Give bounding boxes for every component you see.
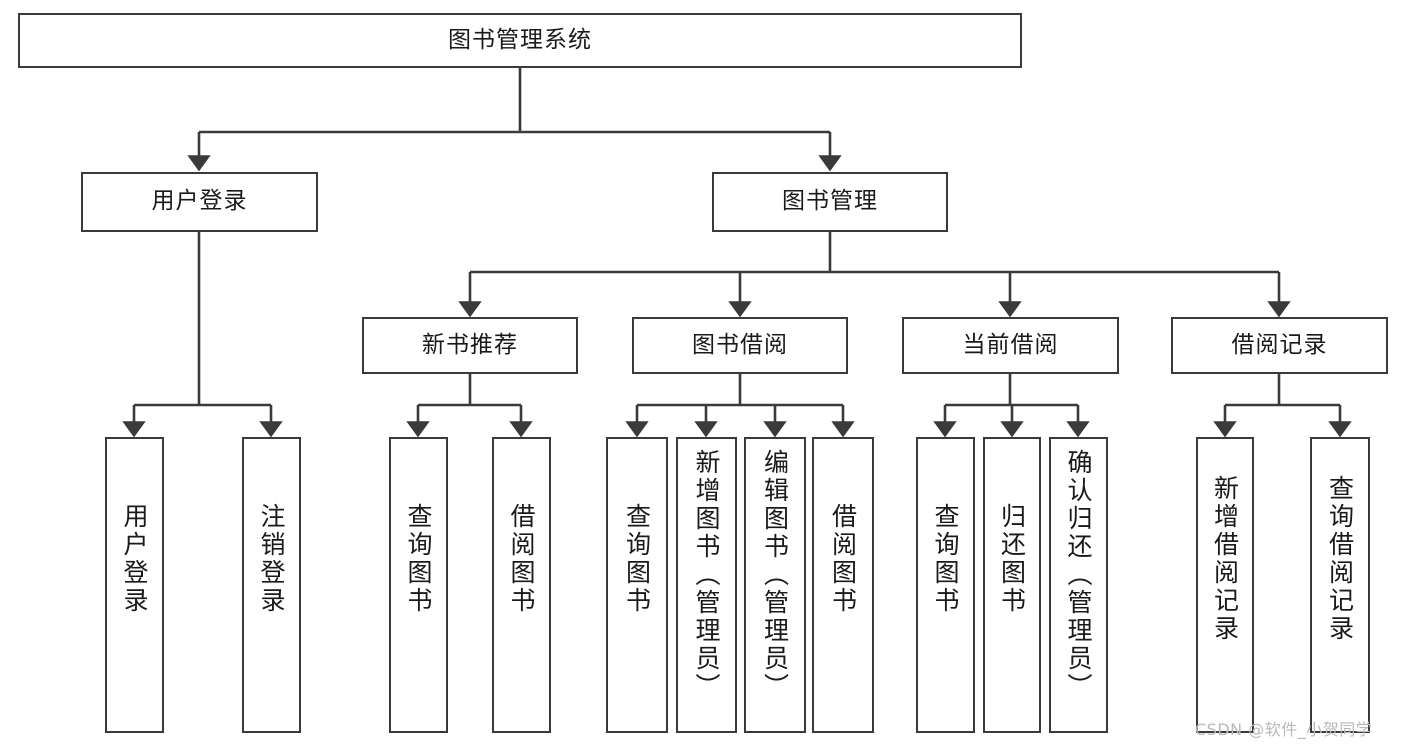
node-label: 注销登录 (257, 503, 286, 615)
node-new-book-recommendation[interactable]: 新书推荐 (362, 317, 578, 374)
node-leaf-add-borrow-record[interactable]: 新增借阅记录 (1196, 437, 1254, 733)
node-leaf-query-book-new[interactable]: 查询图书 (389, 437, 448, 733)
node-label: 新增图书（管理员） (692, 449, 721, 701)
node-root-book-management-system[interactable]: 图书管理系统 (18, 13, 1022, 68)
node-label: 归还图书 (997, 503, 1027, 615)
node-label: 当前借阅 (962, 331, 1059, 358)
node-label: 借阅记录 (1231, 331, 1328, 358)
node-leaf-query-book-borrow[interactable]: 查询图书 (606, 437, 668, 733)
node-leaf-logout[interactable]: 注销登录 (242, 437, 301, 733)
node-leaf-query-book-current[interactable]: 查询图书 (916, 437, 975, 733)
node-label: 查询借阅记录 (1325, 475, 1355, 643)
node-book-borrow[interactable]: 图书借阅 (632, 317, 848, 374)
node-label: 用户登录 (151, 188, 248, 215)
node-current-borrow[interactable]: 当前借阅 (902, 317, 1119, 374)
node-label: 查询图书 (622, 503, 652, 615)
node-user-login[interactable]: 用户登录 (81, 172, 318, 232)
node-label: 借阅图书 (828, 503, 858, 615)
node-label: 图书管理系统 (448, 26, 592, 53)
node-leaf-edit-book-admin[interactable]: 编辑图书（管理员） (744, 437, 806, 733)
node-label: 新增借阅记录 (1210, 475, 1240, 643)
node-leaf-return-book[interactable]: 归还图书 (983, 437, 1041, 733)
node-label: 图书借阅 (692, 331, 788, 358)
node-label: 图书管理 (782, 188, 878, 215)
node-leaf-borrow-book[interactable]: 借阅图书 (812, 437, 874, 733)
node-leaf-user-login[interactable]: 用户登录 (105, 437, 164, 733)
node-label: 确认归还（管理员） (1064, 449, 1093, 701)
node-label: 编辑图书（管理员） (760, 449, 790, 701)
node-borrow-record[interactable]: 借阅记录 (1171, 317, 1388, 374)
node-label: 借阅图书 (507, 503, 536, 615)
node-label: 查询图书 (404, 503, 433, 615)
node-leaf-borrow-book-new[interactable]: 借阅图书 (492, 437, 551, 733)
node-label: 用户登录 (120, 503, 149, 615)
node-book-management[interactable]: 图书管理 (712, 172, 948, 232)
node-label: 查询图书 (931, 503, 960, 615)
node-leaf-add-book-admin[interactable]: 新增图书（管理员） (676, 437, 737, 733)
node-leaf-query-borrow-record[interactable]: 查询借阅记录 (1310, 437, 1370, 733)
node-label: 新书推荐 (422, 331, 518, 358)
csdn-watermark: CSDN @软件_小贺同学 (1195, 720, 1373, 739)
node-leaf-confirm-return-admin[interactable]: 确认归还（管理员） (1049, 437, 1108, 733)
